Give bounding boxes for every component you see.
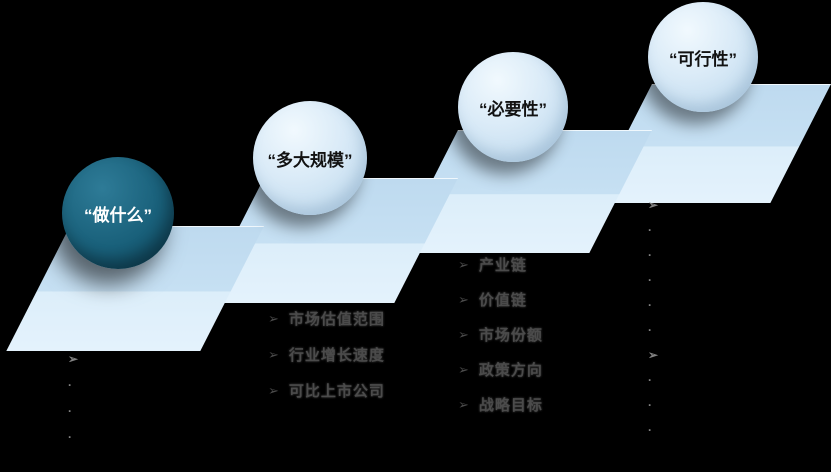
list-item: ➢ 政策方向 (458, 352, 543, 387)
list-item-text: 市场估值范围 (288, 310, 385, 328)
arrow-bullet-icon: ➢ (648, 347, 659, 362)
arrow-bullet-icon: ➢ (458, 327, 469, 342)
dot-bullet-icon: · (648, 297, 652, 312)
circle-necessity-label: “必要性” (479, 99, 547, 119)
list-item-text: 价值链 (478, 292, 527, 309)
dot-bullet-icon: · (648, 372, 652, 387)
arrow-bullet-icon: ➢ (268, 346, 279, 362)
list-item-text: 可比上市公司 (288, 382, 385, 400)
circle-feasibility: “可行性” (648, 2, 758, 112)
arrow-bullet-icon: ➢ (268, 382, 279, 398)
dot-bullet-icon: · (648, 222, 652, 237)
list-item: ➢ 产业链 (458, 247, 543, 282)
dot-bullet-icon: · (648, 422, 652, 437)
list-item: ➢ 可比上市公司 (268, 372, 385, 408)
list-item: ➢ 行业增长速度 (268, 336, 385, 372)
dot-bullet-icon: · (68, 404, 72, 418)
arrow-bullet-icon: ➢ (68, 352, 79, 366)
list-item: ➢ 价值链 (458, 282, 543, 317)
dot-bullet-icon: · (68, 430, 72, 444)
list-item: ➢ 市场估值范围 (268, 300, 385, 336)
list-item-text: 战略目标 (478, 397, 543, 414)
list-item-text: 政策方向 (478, 362, 543, 379)
dot-bullet-icon: · (648, 397, 652, 412)
dot-bullet-icon: · (648, 322, 652, 337)
dot-bullet-icon: · (68, 378, 72, 392)
bullet-list-necessity: ➢ 产业链 ➢ 价值链 ➢ 市场份额 ➢ 政策方向 ➢ 战略目标 (458, 247, 543, 422)
circle-what: “做什么” (62, 157, 174, 269)
circle-necessity: “必要性” (458, 52, 568, 162)
bullet-marks-what: ➢ · · · (68, 346, 78, 450)
circle-feasibility-label: “可行性” (669, 49, 737, 69)
list-item-text: 行业增长速度 (288, 346, 385, 364)
list-item-text: 市场份额 (478, 327, 543, 344)
circle-scale-label: “多大规模” (267, 150, 353, 170)
dot-bullet-icon: · (648, 272, 652, 287)
list-item: ➢ 战略目标 (458, 387, 543, 422)
list-item-text: 产业链 (478, 257, 527, 274)
bullet-list-scale: ➢ 市场估值范围 ➢ 行业增长速度 ➢ 可比上市公司 (268, 300, 385, 408)
arrow-bullet-icon: ➢ (458, 397, 469, 412)
arrow-bullet-icon: ➢ (268, 310, 279, 326)
list-item: ➢ 市场份额 (458, 317, 543, 352)
arrow-bullet-icon: ➢ (458, 257, 469, 272)
arrow-bullet-icon: ➢ (648, 197, 659, 212)
arrow-bullet-icon: ➢ (458, 362, 469, 377)
circle-what-label: “做什么” (84, 205, 152, 225)
dot-bullet-icon: · (648, 247, 652, 262)
arrow-bullet-icon: ➢ (458, 292, 469, 307)
bullet-marks-feasibility: ➢ · · · · · ➢ · · · (648, 192, 658, 442)
circle-scale: “多大规模” (253, 101, 367, 215)
